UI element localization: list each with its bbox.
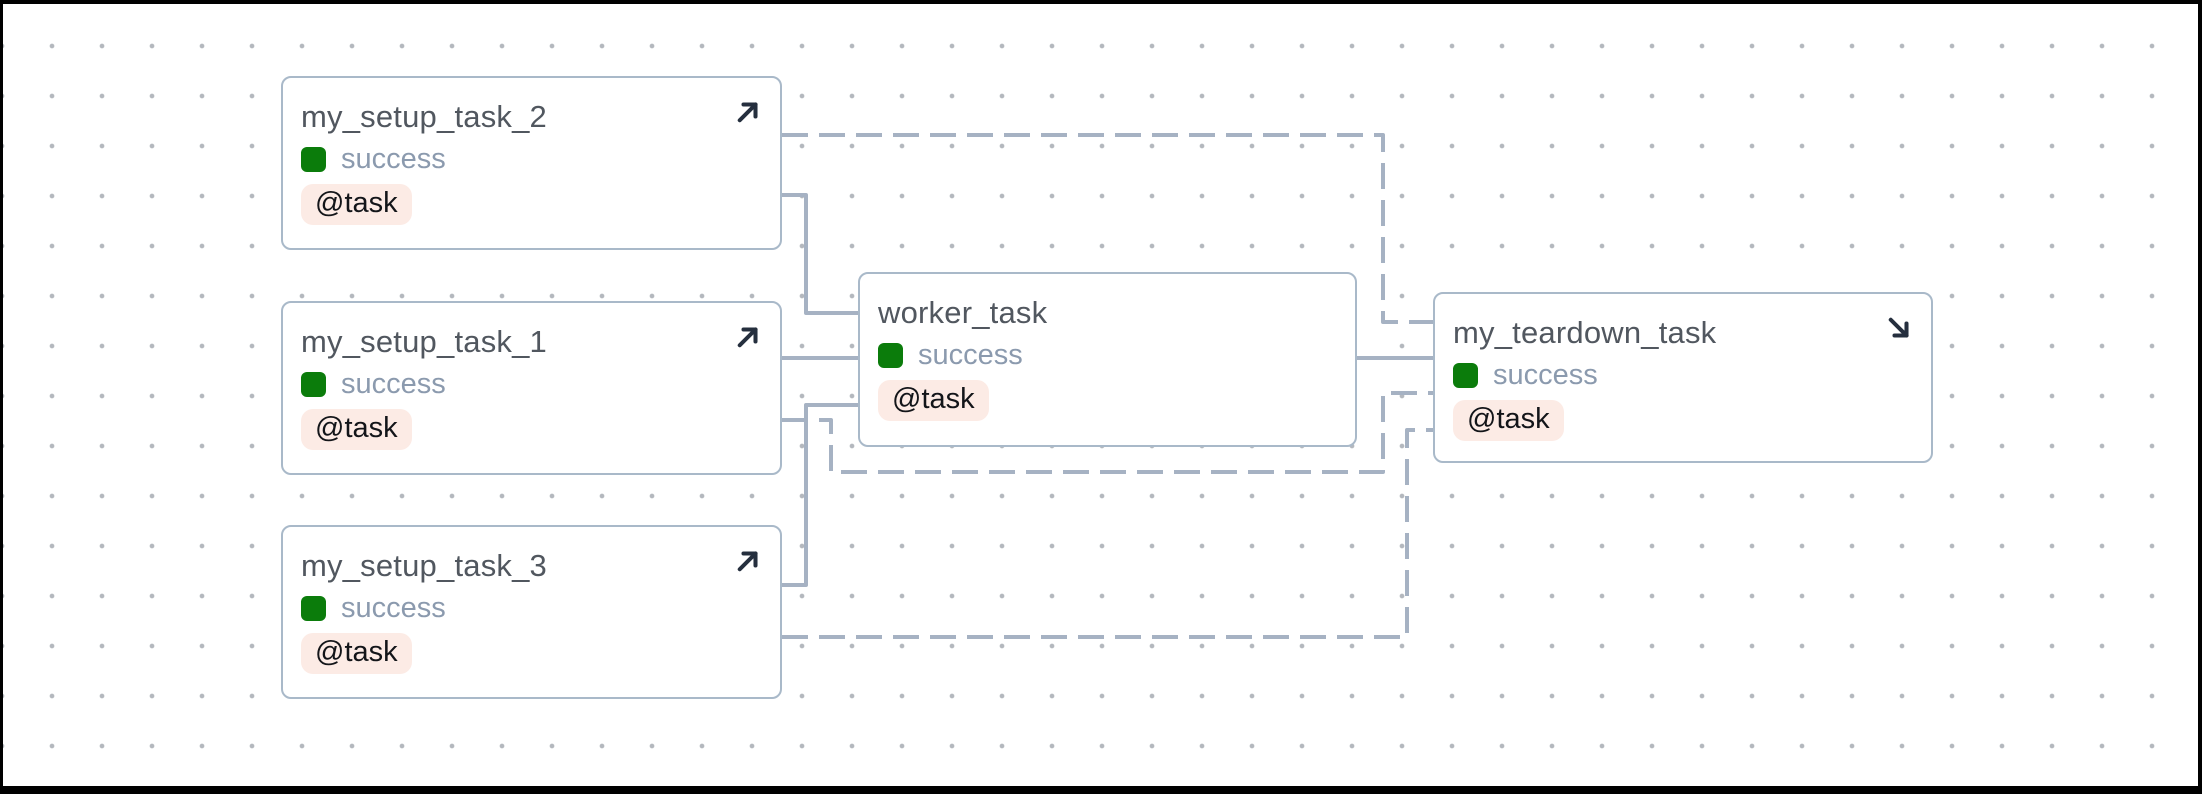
task-decorator-badge: @task: [301, 633, 412, 674]
task-state-row: success: [301, 142, 762, 175]
arrow-up-right-icon: [730, 94, 766, 130]
badge-row: @task: [301, 409, 762, 450]
task-decorator-badge: @task: [301, 184, 412, 225]
task-name: my_setup_task_2: [301, 99, 547, 134]
task-state-label: success: [341, 367, 446, 400]
task-node-my_setup_task_1[interactable]: my_setup_task_1 success @task: [281, 301, 782, 475]
edge-my_setup_task_3-to-my_teardown_task: [782, 428, 1433, 639]
task-state-row: success: [1453, 358, 1913, 391]
edge-my_setup_task_3-to-worker_task: [782, 403, 858, 587]
success-status-square-icon: [1453, 362, 1478, 388]
task-node-my_setup_task_3[interactable]: my_setup_task_3 success @task: [281, 525, 782, 699]
edge-my_setup_task_1-to-my_teardown_task: [782, 391, 1433, 474]
success-status-square-icon: [301, 371, 326, 397]
task-decorator-badge: @task: [1453, 400, 1564, 441]
task-state-label: success: [1493, 358, 1598, 391]
badge-row: @task: [1453, 400, 1913, 441]
task-state-row: success: [878, 338, 1337, 371]
badge-row: @task: [301, 633, 762, 674]
window-border-top: [0, 0, 2202, 4]
window-border-left: [0, 0, 3, 794]
task-decorator-badge: @task: [878, 380, 989, 421]
edge-my_setup_task_2-to-my_teardown_task: [782, 133, 1433, 324]
badge-row: @task: [878, 380, 1337, 421]
task-name: my_setup_task_3: [301, 548, 547, 583]
edge-my_setup_task_2-to-worker_task: [782, 193, 858, 315]
task-node-worker_task[interactable]: worker_task success @task: [858, 272, 1357, 447]
task-state-label: success: [341, 591, 446, 624]
success-status-square-icon: [301, 146, 326, 172]
arrow-down-right-icon: [1881, 310, 1917, 346]
task-state-row: success: [301, 367, 762, 400]
success-status-square-icon: [301, 595, 326, 621]
task-state-label: success: [918, 338, 1023, 371]
task-node-my_setup_task_2[interactable]: my_setup_task_2 success @task: [281, 76, 782, 250]
window-border-right: [2198, 0, 2202, 794]
task-decorator-badge: @task: [301, 409, 412, 450]
arrow-up-right-icon: [730, 543, 766, 579]
task-name: my_teardown_task: [1453, 315, 1717, 350]
success-status-square-icon: [878, 342, 903, 368]
task-state-row: success: [301, 591, 762, 624]
badge-row: @task: [301, 184, 762, 225]
task-state-label: success: [341, 142, 446, 175]
arrow-up-right-icon: [730, 319, 766, 355]
window-border-bottom: [0, 786, 2202, 794]
task-node-my_teardown_task[interactable]: my_teardown_task success @task: [1433, 292, 1933, 463]
task-name: my_setup_task_1: [301, 324, 547, 359]
task-name: worker_task: [878, 295, 1048, 330]
